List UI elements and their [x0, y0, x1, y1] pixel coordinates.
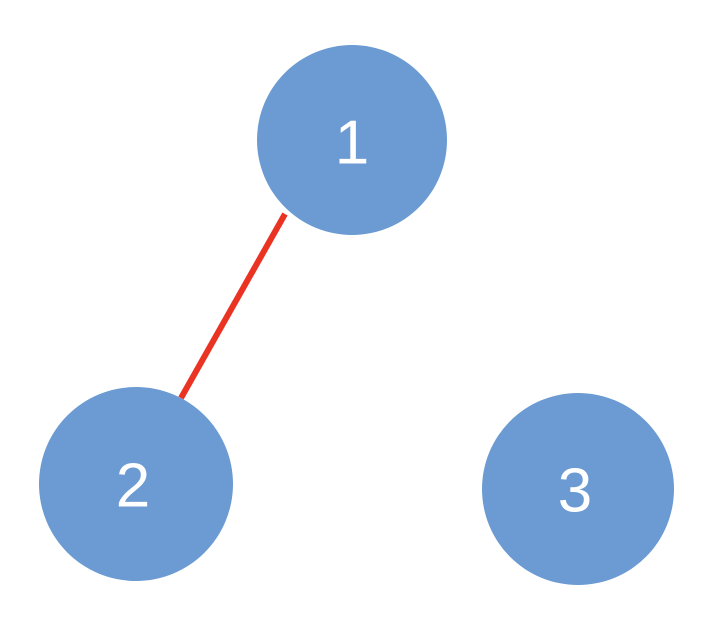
- graph-node-2[interactable]: 2: [39, 387, 233, 581]
- graph-node-1[interactable]: 1: [257, 45, 447, 235]
- node-circle-3[interactable]: [482, 393, 674, 585]
- graph-edge-1-2[interactable]: [178, 212, 288, 400]
- node-circle-1[interactable]: [257, 45, 447, 235]
- node-layer: 1 2 3: [39, 45, 674, 585]
- node-label-2: 2: [116, 452, 150, 521]
- node-label-1: 1: [335, 109, 369, 178]
- node-circle-2[interactable]: [39, 387, 233, 581]
- edge-layer: [178, 212, 288, 400]
- graph-node-3[interactable]: 3: [482, 393, 674, 585]
- node-label-3: 3: [558, 457, 592, 526]
